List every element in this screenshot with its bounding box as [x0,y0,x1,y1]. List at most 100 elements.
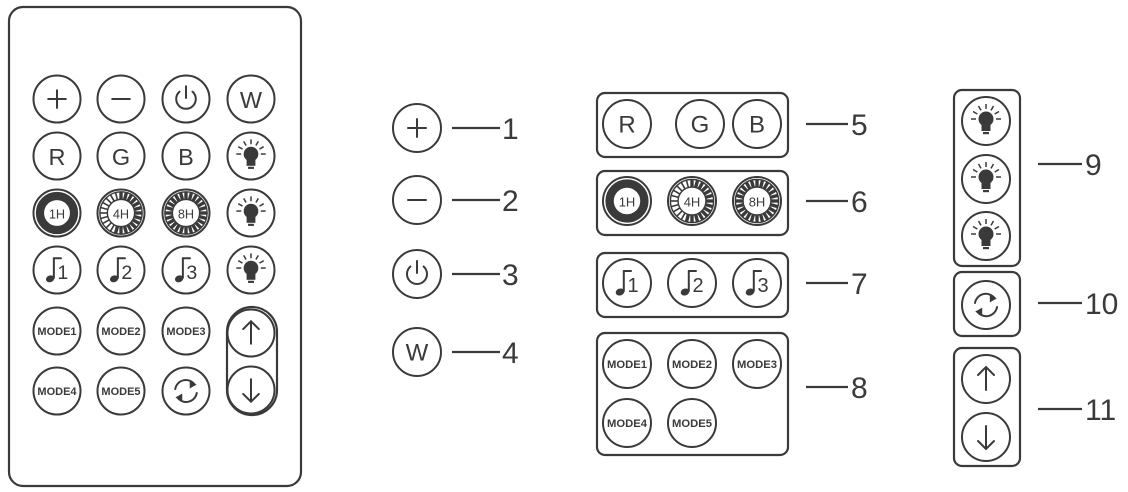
remote-4h-r3c2-button[interactable]: 4H [96,188,146,238]
remote-g-r2c2-button-outline [96,131,146,181]
remote-music3-r4c3-button[interactable]: 3 [161,245,211,295]
remote-r-r2c1-button-outline [32,131,82,181]
remote-cycle-r6c3-button[interactable] [161,366,211,416]
cycle-icon [974,292,998,318]
callout-9-bulb-3-button[interactable] [961,211,1011,261]
callout-8-mode5-5-button[interactable]: MODE5 [667,398,717,448]
bulb-icon [236,196,266,226]
callout-number-1: 1 [502,113,519,146]
callout-6-8h-3-button-label: 8H [749,195,766,210]
remote-g-r2c2-button[interactable]: G [96,131,146,181]
callout-7-music1-1-button-outline [602,258,652,308]
callout-number-9: 9 [1085,149,1102,182]
remote-1h-r3c1-button-label: 1H [49,207,65,222]
music-note-icon [745,270,762,296]
remote-mode1-r5c1-button-outline [32,306,82,356]
callout-1-plus-1-button[interactable] [392,103,442,153]
remote-plus-r1c1-button[interactable] [32,74,82,124]
remote-music1-r4c1-button[interactable]: 1 [32,245,82,295]
remote-bulb-r3c4-button[interactable] [226,188,276,238]
timer-8h-icon [164,191,208,235]
callout-8-mode2-2-button-outline [667,339,717,389]
remote-music2-r4c2-button-outline [96,245,146,295]
remote-1h-r3c1-button[interactable]: 1H [32,188,82,238]
callout-8-mode4-4-button-label: MODE4 [607,418,648,430]
callout-5-g-2-button[interactable]: G [675,99,725,149]
timer-1h-icon [35,191,79,235]
remote-minus-r1c2-button[interactable] [96,74,146,124]
callout-5-b-3-button[interactable]: B [732,99,782,149]
callout-8-mode2-2-button-label: MODE2 [672,359,712,371]
callout-5-r-1-button-outline [602,99,652,149]
remote-mode1-r5c1-button[interactable]: MODE1 [32,306,82,356]
callout-8-mode5-5-button-label: MODE5 [672,418,712,430]
remote-8h-r3c3-button[interactable]: 8H [161,188,211,238]
remote-mode5-r6c2-button[interactable]: MODE5 [96,366,146,416]
callout-8-mode4-4-button[interactable]: MODE4 [602,398,652,448]
callout-5-b-3-button-label: B [749,112,765,139]
timer-4h-icon [99,191,143,235]
remote-music3-r4c3-button-outline [161,245,211,295]
music-note-icon [680,270,697,296]
music-note-icon [109,257,126,283]
callout-7-music2-2-button-outline [667,258,717,308]
remote-down-r6c4-button[interactable] [226,365,276,415]
music-note-icon [174,257,191,283]
callout-number-5: 5 [851,109,868,142]
remote-mode4-r6c1-button-outline [32,366,82,416]
callout-7-music1-1-button[interactable]: 1 [602,258,652,308]
callout-4-w-1-button-outline [392,327,442,377]
callout-8-mode2-2-button[interactable]: MODE2 [667,339,717,389]
remote-w-r1c4-button[interactable]: W [226,74,276,124]
callout-7-music2-2-button[interactable]: 2 [667,258,717,308]
callout-number-4: 4 [502,337,519,370]
remote-cycle-r6c3-button-outline [161,366,211,416]
callout-8-mode1-1-button[interactable]: MODE1 [602,339,652,389]
arrow-up-icon [977,365,995,391]
remote-mode4-r6c1-button[interactable]: MODE4 [32,366,82,416]
plus-icon [47,89,67,109]
remote-music2-r4c2-button[interactable]: 2 [96,245,146,295]
callout-8-mode3-3-button-outline [732,339,782,389]
callout-6-4h-2-button-label: 4H [684,195,701,210]
remote-b-r2c3-button[interactable]: B [161,131,211,181]
remote-r-r2c1-button-label: R [49,144,66,170]
callout-number-6: 6 [851,186,868,219]
callout-5-r-1-button[interactable]: R [602,99,652,149]
callout-11-up-1-button[interactable] [961,354,1011,404]
remote-power-r1c3-button[interactable] [161,74,211,124]
callout-7-music2-2-button-label: 2 [692,275,703,297]
callout-6-1h-1-button[interactable]: 1H [602,176,652,226]
callout-7-music3-3-button[interactable]: 3 [732,258,782,308]
remote-4h-r3c2-button-label: 4H [113,207,129,222]
callout-3-power-1-button[interactable] [392,249,442,299]
remote-mode3-r5c3-button[interactable]: MODE3 [161,306,211,356]
callout-number-11: 11 [1085,394,1116,427]
remote-8h-r3c3-button-label: 8H [178,207,194,222]
callout-2-minus-1-button[interactable] [392,175,442,225]
callout-6-8h-3-button[interactable]: 8H [732,176,782,226]
callout-8-mode3-3-button-label: MODE3 [737,359,777,371]
callout-9-bulb-1-button[interactable] [961,96,1011,146]
timer-4h-icon [669,178,715,224]
callout-9-bulb-2-button[interactable] [961,154,1011,204]
remote-bulb-r2c4-button[interactable] [226,131,276,181]
callout-6-4h-2-button[interactable]: 4H [667,176,717,226]
callout-4-w-1-button[interactable]: W [392,327,442,377]
callout-8-mode3-3-button[interactable]: MODE3 [732,339,782,389]
remote-w-r1c4-button-outline [226,74,276,124]
remote-mode3-r5c3-button-outline [161,306,211,356]
remote-music1-r4c1-button-label: 1 [57,262,68,284]
remote-music3-r4c3-button-label: 3 [186,262,197,284]
callout-11-down-2-button[interactable] [961,412,1011,462]
remote-r-r2c1-button[interactable]: R [32,131,82,181]
callout-number-7: 7 [851,268,868,301]
callout-10-cycle-1-button-outline [961,280,1011,330]
callout-10-cycle-1-button[interactable] [961,280,1011,330]
remote-up-r5c4-button[interactable] [226,308,276,358]
remote-mode2-r5c2-button[interactable]: MODE2 [96,306,146,356]
remote-bulb-r4c4-button[interactable] [226,245,276,295]
remote-b-r2c3-button-label: B [178,144,194,170]
